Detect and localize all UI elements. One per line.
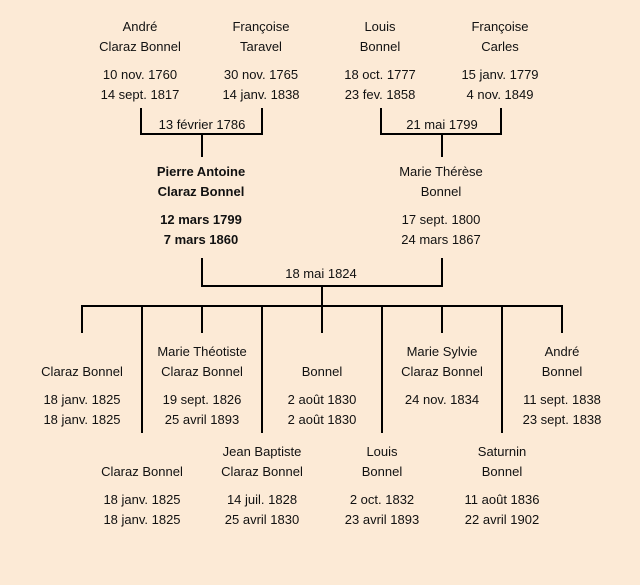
person-name1: Françoise — [471, 19, 529, 34]
person-death: 2 août 1830 — [287, 412, 357, 427]
child-line — [81, 307, 83, 333]
person-birth: 18 janv. 1825 — [43, 392, 121, 407]
person-name2: Claraz Bonnel — [157, 184, 245, 199]
person-name2: Bonnel — [481, 464, 523, 479]
bracket-left — [201, 258, 203, 287]
person-birth: 18 janv. 1825 — [103, 492, 181, 507]
bracket-right — [261, 108, 263, 135]
person-name1: André — [122, 19, 158, 34]
person-name2: Claraz Bonnel — [99, 39, 181, 54]
person-birth: 19 sept. 1826 — [162, 392, 242, 407]
person-birth: 14 juil. 1828 — [226, 492, 298, 507]
person-death: 22 avril 1902 — [464, 512, 540, 527]
person-name1: Marie Théotiste — [157, 344, 247, 359]
person-death: 18 janv. 1825 — [103, 512, 181, 527]
person-name1: Louis — [366, 444, 398, 459]
person-name1 — [22, 342, 142, 362]
bracket-bottom — [201, 285, 443, 287]
marriage-date: 18 mai 1824 — [285, 266, 357, 281]
person-name1: Saturnin — [477, 444, 527, 459]
person-name2: Bonnel — [301, 364, 343, 379]
child-line — [441, 307, 443, 333]
person-birth: 11 août 1836 — [464, 492, 540, 507]
person-name2: Claraz Bonnel — [101, 464, 183, 479]
child-line — [321, 307, 323, 333]
bracket-bottom — [380, 133, 502, 135]
person-name2: Bonnel — [541, 364, 583, 379]
descent-line — [441, 135, 443, 157]
descent-line — [321, 287, 323, 306]
bracket-left — [380, 108, 382, 135]
person-name1 — [82, 442, 202, 462]
person-birth: 17 sept. 1800 — [401, 212, 481, 227]
person-death: 24 mars 1867 — [401, 232, 481, 247]
bracket-right — [441, 258, 443, 287]
descent-line — [201, 135, 203, 157]
person-name2: Claraz Bonnel — [221, 464, 303, 479]
person-death: 25 avril 1830 — [224, 512, 300, 527]
person-death: 7 mars 1860 — [163, 232, 239, 247]
person-name2: Claraz Bonnel — [401, 364, 483, 379]
person-death: 25 avril 1893 — [164, 412, 240, 427]
person-death: 23 fev. 1858 — [344, 87, 416, 102]
bracket-right — [500, 108, 502, 135]
bracket-left — [140, 108, 142, 135]
person-name1: Marie Sylvie — [406, 344, 478, 359]
person-name2: Claraz Bonnel — [41, 364, 123, 379]
person-death: 4 nov. 1849 — [466, 87, 534, 102]
person-birth: 30 nov. 1765 — [223, 67, 299, 82]
person-name1: Françoise — [232, 19, 290, 34]
person-birth: 10 nov. 1760 — [102, 67, 178, 82]
marriage-date: 21 mai 1799 — [406, 117, 478, 132]
children-bar — [81, 305, 563, 307]
person-birth: 12 mars 1799 — [160, 212, 242, 227]
person-name2: Bonnel — [361, 464, 403, 479]
person-death: 18 janv. 1825 — [43, 412, 121, 427]
child-line — [501, 307, 503, 433]
person-death — [382, 410, 502, 430]
person-name1: André — [544, 344, 580, 359]
child-line — [261, 307, 263, 433]
person-birth: 2 oct. 1832 — [349, 492, 415, 507]
person-name2: Taravel — [240, 39, 282, 54]
child-line — [381, 307, 383, 433]
person-name1: Pierre Antoine — [156, 164, 246, 179]
person-birth: 24 nov. 1834 — [404, 392, 480, 407]
person-death: 23 sept. 1838 — [522, 412, 602, 427]
person-name2: Bonnel — [420, 184, 462, 199]
person-birth: 18 oct. 1777 — [344, 67, 416, 82]
person-name1 — [262, 342, 382, 362]
child-line — [561, 307, 563, 333]
child-line — [201, 307, 203, 333]
person-death: 14 sept. 1817 — [100, 87, 180, 102]
person-name1: Marie Thérèse — [399, 164, 483, 179]
person-name2: Bonnel — [359, 39, 401, 54]
person-death: 23 avril 1893 — [344, 512, 420, 527]
bracket-bottom — [140, 133, 263, 135]
person-name2: Carles — [481, 39, 519, 54]
child-line — [141, 307, 143, 433]
marriage-date: 13 février 1786 — [158, 117, 246, 132]
person-birth: 2 août 1830 — [287, 392, 357, 407]
person-death: 14 janv. 1838 — [222, 87, 300, 102]
person-birth: 15 janv. 1779 — [461, 67, 539, 82]
person-birth: 11 sept. 1838 — [523, 392, 601, 407]
person-name1: Jean Baptiste — [222, 444, 302, 459]
person-name2: Claraz Bonnel — [161, 364, 243, 379]
person-name1: Louis — [364, 19, 396, 34]
